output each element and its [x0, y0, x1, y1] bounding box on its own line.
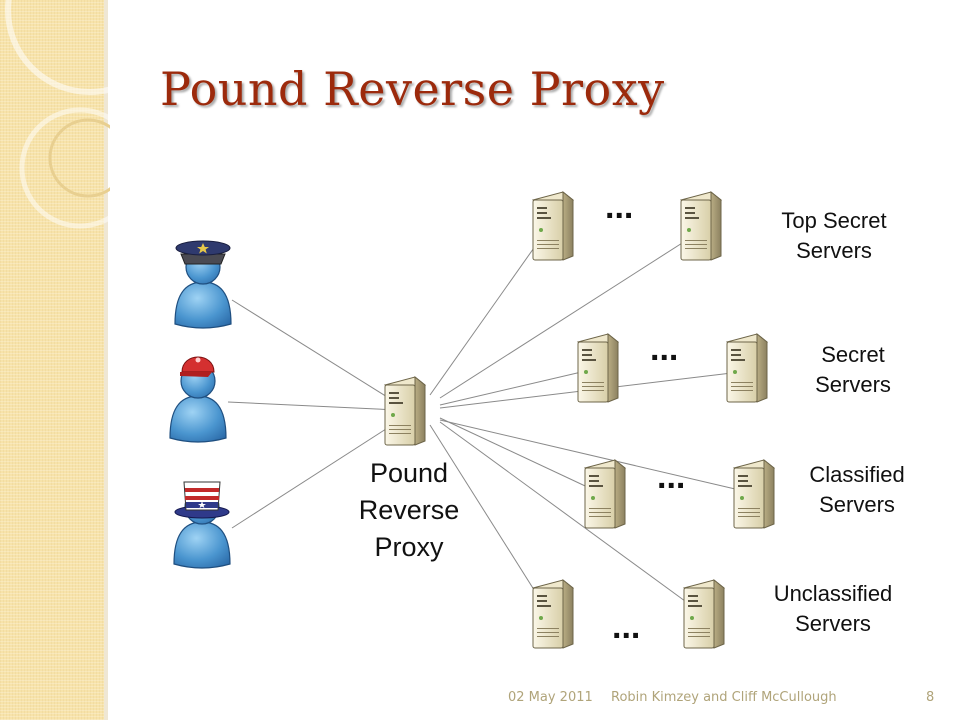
side-decoration-edge	[104, 0, 108, 720]
proxy-label-line-2: Reverse	[359, 495, 460, 525]
server-icon	[577, 333, 619, 403]
server-icon	[726, 333, 768, 403]
user-red-cap	[169, 356, 227, 443]
footer-date: 02 May 2011	[508, 690, 593, 705]
classified-label-line-2: Servers	[819, 492, 895, 517]
secret-ellipsis: ...	[650, 330, 678, 368]
unclassified-ellipsis: ...	[612, 608, 640, 646]
user-uncle-sam	[173, 481, 231, 569]
police-officer-user-icon	[174, 240, 232, 329]
top-secret-label-line-2: Servers	[796, 238, 872, 263]
uncle-sam-user-icon	[173, 481, 231, 569]
server-icon	[680, 191, 722, 261]
proxy-label-line-1: Pound	[370, 458, 448, 488]
unclassified-label-line-1: Unclassified	[774, 581, 893, 606]
footer-page-number: 8	[926, 690, 935, 705]
user-officer	[174, 240, 232, 329]
server-icon	[683, 579, 725, 649]
server-icon	[733, 459, 775, 529]
pound-proxy-server-icon	[384, 376, 426, 446]
secret-label-line-1: Secret	[821, 342, 885, 367]
footer-authors: Robin Kimzey and Cliff McCullough	[611, 690, 837, 705]
decorative-circles	[5, 0, 110, 229]
unclassified-label-line-2: Servers	[795, 611, 871, 636]
server-icon	[584, 459, 626, 529]
server-icon	[532, 191, 574, 261]
secret-label-line-2: Servers	[815, 372, 891, 397]
proxy-label-line-3: Proxy	[374, 532, 444, 562]
server-icon	[532, 579, 574, 649]
connection-lines	[227, 227, 749, 613]
red-cap-user-icon	[169, 356, 227, 443]
classified-label-line-1: Classified	[809, 462, 904, 487]
top-secret-label-line-1: Top Secret	[781, 208, 886, 233]
classified-ellipsis: ...	[657, 458, 685, 496]
slide-title: Pound Reverse Proxy	[160, 62, 665, 116]
top-secret-ellipsis: ...	[605, 188, 633, 226]
